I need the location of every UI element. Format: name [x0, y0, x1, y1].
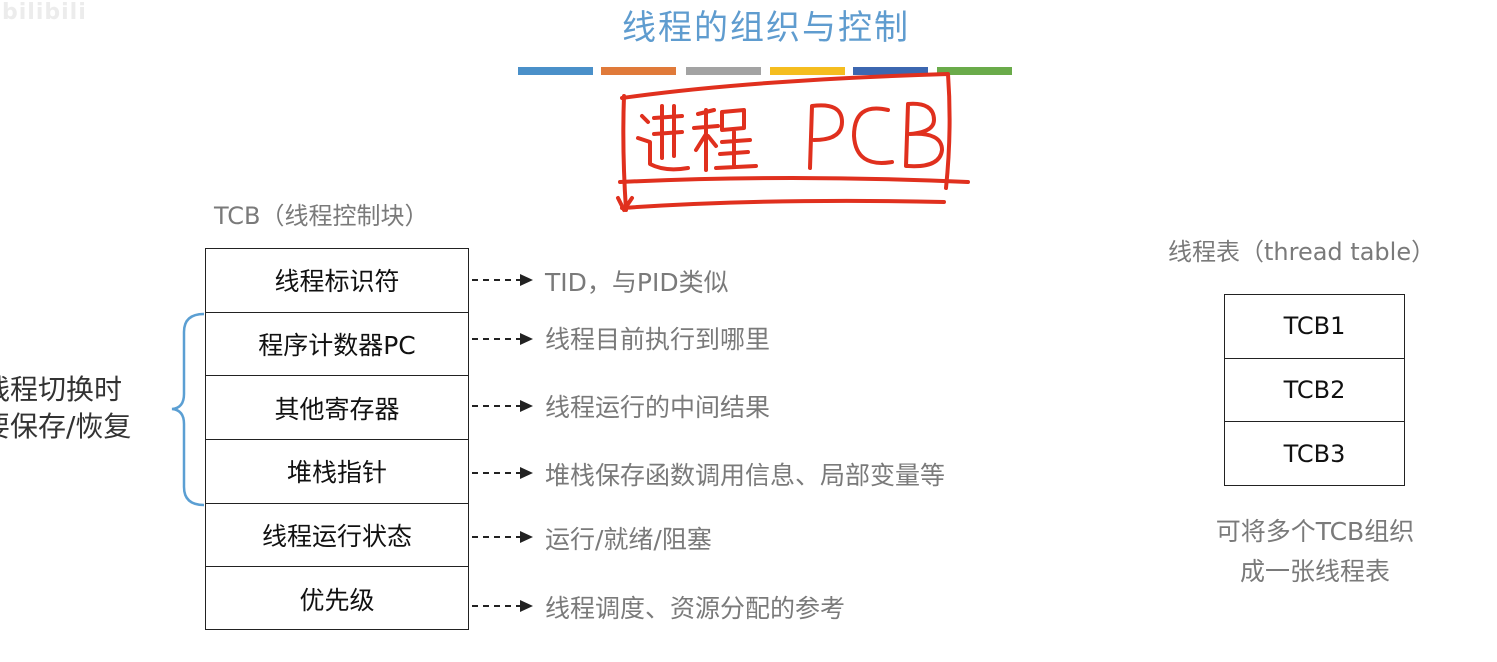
curly-brace-icon — [171, 312, 205, 507]
dashed-arrow-icon — [472, 467, 533, 479]
save-restore-line-1: 线程切换时 — [0, 373, 123, 406]
color-bar-5 — [853, 67, 928, 75]
tcb-row-thread-state: 线程运行状态 — [206, 504, 468, 568]
thread-table-caption: 线程表（thread table） — [1168, 238, 1436, 266]
dashed-arrow-icon — [472, 600, 533, 612]
thread-table-note-line-1: 可将多个TCB组织 — [1215, 517, 1415, 546]
dashed-arrow-icon — [472, 400, 533, 412]
tcb-row-program-counter: 程序计数器PC — [206, 313, 468, 377]
dashed-arrow-icon — [472, 333, 533, 345]
dashed-arrow-icon — [472, 274, 533, 286]
desc-stack-pointer: 堆栈保存函数调用信息、局部变量等 — [545, 461, 946, 490]
thread-table-note-line-2: 成一张线程表 — [1239, 557, 1390, 586]
tcb-row-thread-id: 线程标识符 — [206, 249, 468, 313]
color-bar-6 — [937, 67, 1012, 75]
thread-table-row: TCB2 — [1225, 359, 1404, 423]
desc-other-registers: 线程运行的中间结果 — [545, 393, 771, 422]
color-bar-2 — [601, 67, 676, 75]
thread-table: TCB1 TCB2 TCB3 — [1224, 294, 1405, 486]
desc-thread-state: 运行/就绪/阻塞 — [545, 525, 712, 554]
save-restore-note: 线程切换时 要保存/恢复 — [0, 371, 131, 445]
handwritten-pcb-annotation — [616, 72, 970, 212]
tcb-table: 线程标识符 程序计数器PC 其他寄存器 堆栈指针 线程运行状态 优先级 — [205, 248, 469, 630]
color-bar-4 — [770, 67, 845, 75]
desc-priority: 线程调度、资源分配的参考 — [545, 594, 846, 623]
color-bar-3 — [686, 67, 761, 75]
bilibili-watermark: bilibili — [2, 0, 87, 25]
thread-table-row: TCB1 — [1225, 295, 1404, 359]
tcb-caption: TCB（线程控制块） — [214, 202, 429, 230]
tcb-row-other-registers: 其他寄存器 — [206, 376, 468, 441]
slide-title: 线程的组织与控制 — [622, 8, 910, 48]
color-bar-1 — [518, 67, 593, 75]
save-restore-line-2: 要保存/恢复 — [0, 410, 132, 443]
dashed-arrow-icon — [472, 531, 533, 543]
thread-table-row: TCB3 — [1283, 440, 1346, 469]
desc-program-counter: 线程目前执行到哪里 — [545, 325, 771, 354]
desc-thread-id: TID，与PID类似 — [545, 268, 729, 297]
thread-table-note: 可将多个TCB组织 成一张线程表 — [1200, 512, 1430, 592]
tcb-row-priority: 优先级 — [299, 586, 375, 616]
tcb-row-stack-pointer: 堆栈指针 — [206, 440, 468, 504]
